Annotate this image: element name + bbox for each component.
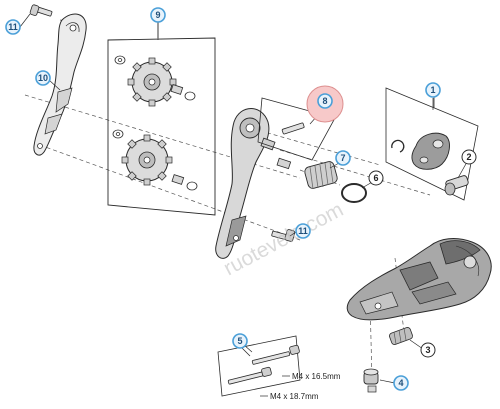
pulley-bolts (170, 84, 198, 191)
callout-11-top: 11 (5, 19, 21, 35)
svg-text:1: 1 (430, 85, 435, 95)
spec-leaders (260, 375, 290, 397)
callout-8-highlight: 8 (306, 85, 344, 123)
svg-text:6: 6 (373, 173, 378, 183)
svg-text:4: 4 (398, 378, 403, 388)
svg-text:3: 3 (425, 345, 430, 355)
svg-text:5: 5 (237, 336, 242, 346)
adjust-screws-frame (217, 335, 301, 397)
cage-screw-lower (271, 229, 296, 242)
callout-10: 10 (35, 70, 51, 86)
callout-6: 6 (368, 170, 384, 186)
spec-label-long: M4 x 18.7mm (270, 392, 319, 401)
adjust-screw-short (251, 344, 300, 365)
outer-plate (33, 13, 87, 156)
callout-11-lower: 11 (295, 223, 311, 239)
body-spring (389, 327, 413, 345)
svg-text:9: 9 (155, 10, 160, 20)
inner-plate (215, 108, 276, 259)
tension-spring (304, 161, 338, 190)
e-clip (391, 139, 405, 153)
callout-3: 3 (420, 342, 436, 358)
svg-text:11: 11 (298, 226, 308, 236)
callout-2: 2 (461, 149, 477, 165)
pulley-washers (112, 55, 126, 139)
spec-label-short: M4 x 16.5mm (292, 372, 341, 381)
assembly-lines (24, 19, 431, 381)
lower-pulley (121, 134, 173, 186)
svg-text:8: 8 (322, 96, 327, 106)
callout-4: 4 (393, 375, 409, 391)
b-axle (444, 175, 469, 196)
svg-text:2: 2 (466, 152, 471, 162)
upper-pulley (127, 57, 177, 107)
cage-washer (341, 183, 367, 203)
svg-text:10: 10 (38, 73, 48, 83)
callout-7: 7 (335, 150, 351, 166)
plate-screw-top (29, 4, 53, 17)
svg-text:11: 11 (8, 22, 18, 32)
callout-9: 9 (150, 7, 166, 23)
pulley-kit-frame (107, 18, 216, 216)
adjust-screw-long (227, 366, 272, 385)
callout-5: 5 (232, 333, 248, 349)
callout-1: 1 (425, 82, 441, 98)
cable-fixing-bolt (363, 368, 379, 393)
svg-text:7: 7 (340, 153, 345, 163)
b-link-part (411, 132, 450, 170)
cage-bolt (276, 157, 292, 170)
derailleur-body (346, 238, 492, 321)
